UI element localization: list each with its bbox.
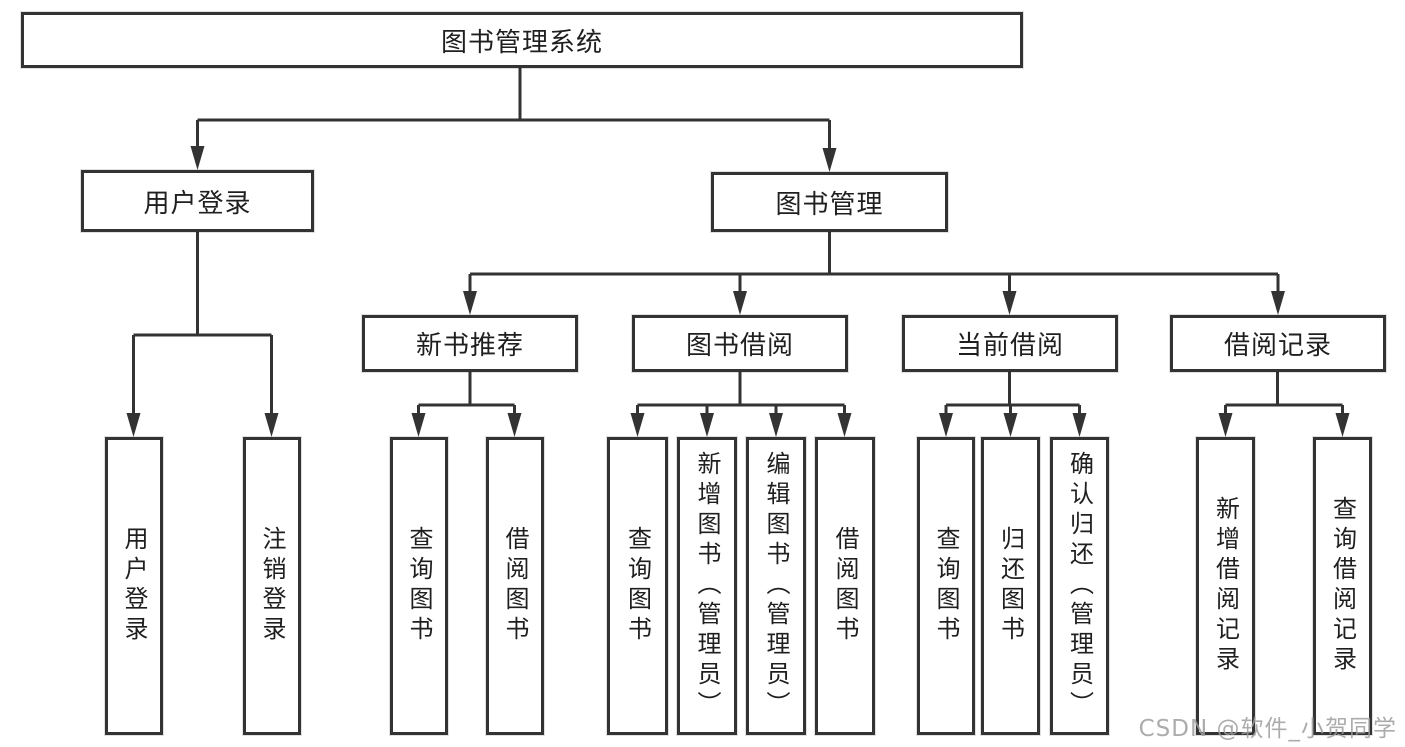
node-new-book-recommend: 新书推荐 (362, 315, 578, 372)
leaf-record-query: 查询借阅记录 (1313, 437, 1372, 735)
node-current-borrow: 当前借阅 (902, 315, 1118, 372)
leaf-current-return-book: 归还图书 (981, 437, 1040, 735)
leaf-record-add: 新增借阅记录 (1196, 437, 1255, 735)
leaf-borrow-borrow-book: 借阅图书 (815, 437, 875, 735)
node-user-login: 用户登录 (81, 170, 314, 232)
leaf-borrow-edit-book-admin: 编辑图书（管理员） (746, 437, 806, 735)
leaf-current-query-book: 查询图书 (917, 437, 975, 735)
leaf-borrow-add-book-admin: 新增图书（管理员） (677, 437, 737, 735)
node-root: 图书管理系统 (21, 12, 1023, 68)
leaf-logout: 注销登录 (243, 437, 301, 735)
csdn-watermark: CSDN @软件_小贺同学 (1138, 716, 1397, 742)
leaf-current-confirm-return-admin: 确认归还（管理员） (1050, 437, 1109, 735)
leaf-recommend-borrow-book: 借阅图书 (486, 437, 544, 735)
node-book-borrow: 图书借阅 (632, 315, 848, 372)
leaf-user-login: 用户登录 (105, 437, 163, 735)
node-borrow-record: 借阅记录 (1170, 315, 1386, 372)
connector-paths (132, 68, 1344, 419)
leaf-recommend-query-book: 查询图书 (390, 437, 448, 735)
arrowheads (126, 146, 1350, 437)
node-book-management: 图书管理 (711, 172, 948, 232)
leaf-borrow-query-book: 查询图书 (607, 437, 668, 735)
